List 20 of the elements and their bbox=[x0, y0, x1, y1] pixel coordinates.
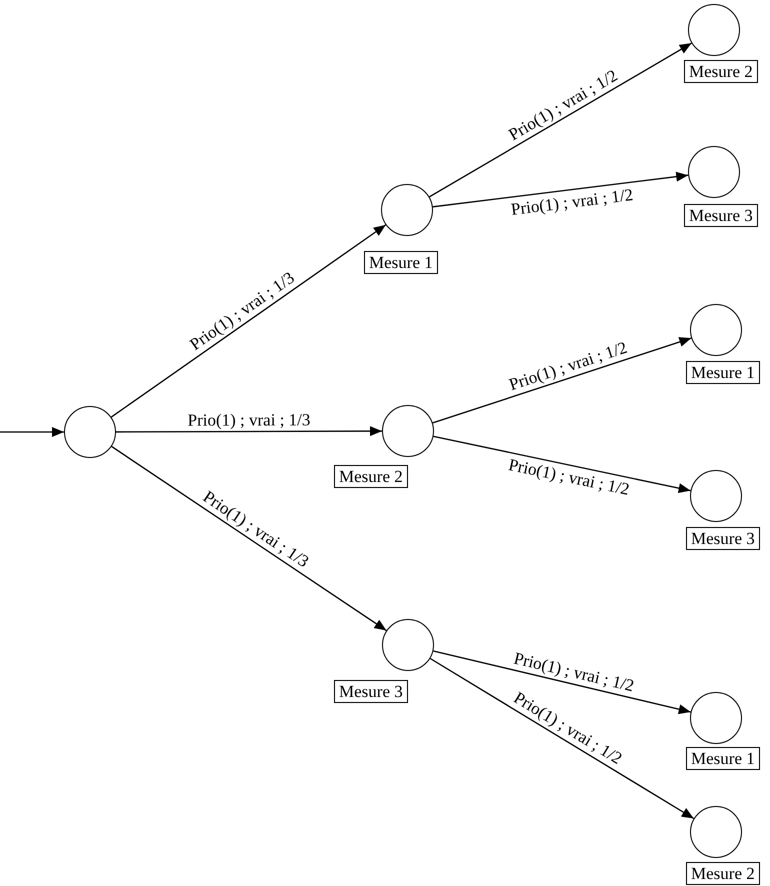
state-label: Mesure 2 bbox=[334, 465, 408, 488]
state-label: Mesure 3 bbox=[684, 204, 758, 228]
state-label: Mesure 2 bbox=[684, 60, 758, 84]
state-label: Mesure 3 bbox=[686, 527, 760, 550]
arrow bbox=[429, 42, 692, 198]
state-label: Mesure 1 bbox=[686, 361, 760, 384]
arrow bbox=[432, 172, 688, 208]
arrow bbox=[433, 436, 691, 494]
state-label: Mesure 2 bbox=[686, 862, 760, 886]
arrow bbox=[430, 658, 694, 820]
arrow bbox=[432, 337, 692, 424]
arrow bbox=[111, 446, 387, 632]
state-label: Mesure 1 bbox=[364, 251, 438, 274]
state-label: Mesure 3 bbox=[334, 680, 408, 704]
arrow bbox=[0, 427, 64, 437]
arrow bbox=[433, 650, 691, 714]
edge-label: Prio(1) ; vrai ; 1/3 bbox=[186, 410, 312, 428]
state-label: Mesure 1 bbox=[686, 747, 760, 770]
arrow bbox=[116, 426, 382, 436]
arrow bbox=[110, 224, 386, 418]
